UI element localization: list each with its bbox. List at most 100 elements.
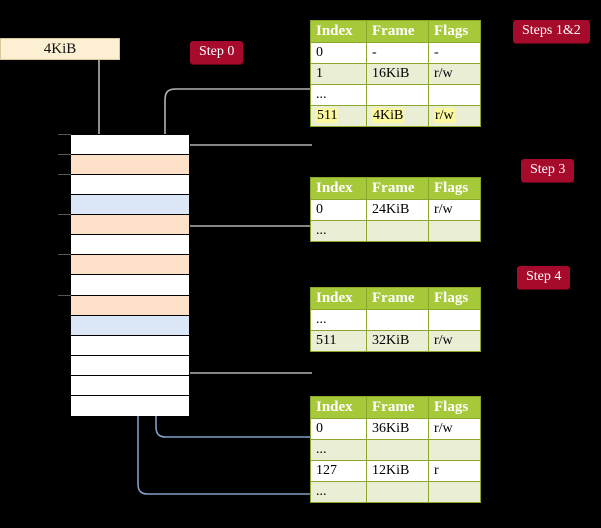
memory-frame-13 (71, 395, 189, 416)
memory-frame-7 (71, 275, 189, 296)
memory-frame-6 (71, 255, 189, 276)
cell-flags: r/w (428, 105, 481, 127)
cell-text: r/w (434, 108, 455, 123)
cell-frame (366, 481, 429, 503)
table-row: 511 4KiB r/w (310, 105, 481, 127)
cell-flags: - (428, 42, 481, 64)
cell-text: 4KiB (372, 108, 405, 123)
memory-frame-2 (71, 175, 189, 196)
memory-frame-3 (71, 195, 189, 216)
memory-frame-12 (71, 375, 189, 396)
cell-index: 511 (310, 330, 367, 352)
column-header-index: Index (310, 287, 367, 310)
table-row: ... (310, 309, 481, 331)
memory-frame-8 (71, 295, 189, 316)
cell-index: ... (310, 220, 367, 242)
memory-frame-9 (71, 315, 189, 336)
memory-tick-1 (58, 154, 71, 156)
result-frame-box: 4KiB (0, 38, 120, 60)
cell-index: 0 (310, 42, 367, 64)
cell-index: 127 (310, 460, 367, 482)
memory-tick-5 (58, 294, 71, 296)
cell-frame (366, 220, 429, 242)
column-header-flags: Flags (428, 20, 481, 43)
cell-text: 511 (316, 108, 339, 123)
table-row: ... (310, 439, 481, 461)
cell-flags (428, 439, 481, 461)
physical-memory-column (70, 134, 190, 416)
cell-flags (428, 84, 481, 106)
badge-steps-1-2: Steps 1&2 (513, 20, 590, 43)
column-header-index: Index (310, 177, 367, 200)
cell-index: ... (310, 439, 367, 461)
column-header-frame: Frame (366, 20, 429, 43)
cell-frame: 32KiB (366, 330, 429, 352)
cell-frame: 16KiB (366, 63, 429, 85)
cell-flags: r (428, 460, 481, 482)
column-header-index: Index (310, 396, 367, 419)
cell-flags: r/w (428, 63, 481, 85)
cell-frame: 4KiB (366, 105, 429, 127)
cell-flags: r/w (428, 418, 481, 440)
cell-frame (366, 309, 429, 331)
cell-flags: r/w (428, 330, 481, 352)
cell-index: 511 (310, 105, 367, 127)
memory-frame-10 (71, 335, 189, 356)
memory-tick-3 (58, 214, 71, 216)
wire-step4-memory-to-pt2 (172, 314, 312, 374)
table-row: ... (310, 84, 481, 106)
cell-index: 0 (310, 418, 367, 440)
cell-flags (428, 220, 481, 242)
column-header-frame: Frame (366, 396, 429, 419)
column-header-flags: Flags (428, 396, 481, 419)
badge-step-0: Step 0 (190, 41, 244, 64)
cell-frame (366, 84, 429, 106)
column-header-flags: Flags (428, 177, 481, 200)
column-header-frame: Frame (366, 177, 429, 200)
memory-frame-4 (71, 215, 189, 236)
cell-flags: r/w (428, 199, 481, 221)
result-frame-label: 4KiB (43, 40, 77, 57)
table-row: ... (310, 220, 481, 242)
cell-index: 1 (310, 63, 367, 85)
cell-frame (366, 439, 429, 461)
cell-frame: 36KiB (366, 418, 429, 440)
cell-frame: - (366, 42, 429, 64)
memory-frame-11 (71, 355, 189, 376)
memory-frame-0 (71, 135, 189, 156)
cell-flags (428, 481, 481, 503)
column-header-flags: Flags (428, 287, 481, 310)
cell-index: 0 (310, 199, 367, 221)
memory-frame-5 (71, 235, 189, 256)
cell-frame: 24KiB (366, 199, 429, 221)
badge-step-3: Step 3 (521, 159, 575, 182)
wire-memory-to-pt4-511 (173, 140, 312, 166)
memory-tick-4 (58, 254, 71, 256)
memory-frame-1 (71, 155, 189, 176)
cell-index: ... (310, 481, 367, 503)
table-row: 0-- (310, 42, 481, 64)
wire-step3-pt3-to-memory (177, 225, 312, 258)
memory-tick-2 (58, 174, 71, 176)
badge-step-4: Step 4 (517, 266, 571, 289)
table-row: ... (310, 481, 481, 503)
cell-flags (428, 309, 481, 331)
memory-tick-0 (58, 134, 71, 135)
cell-index: ... (310, 84, 367, 106)
column-header-index: Index (310, 20, 367, 43)
column-header-frame: Frame (366, 287, 429, 310)
